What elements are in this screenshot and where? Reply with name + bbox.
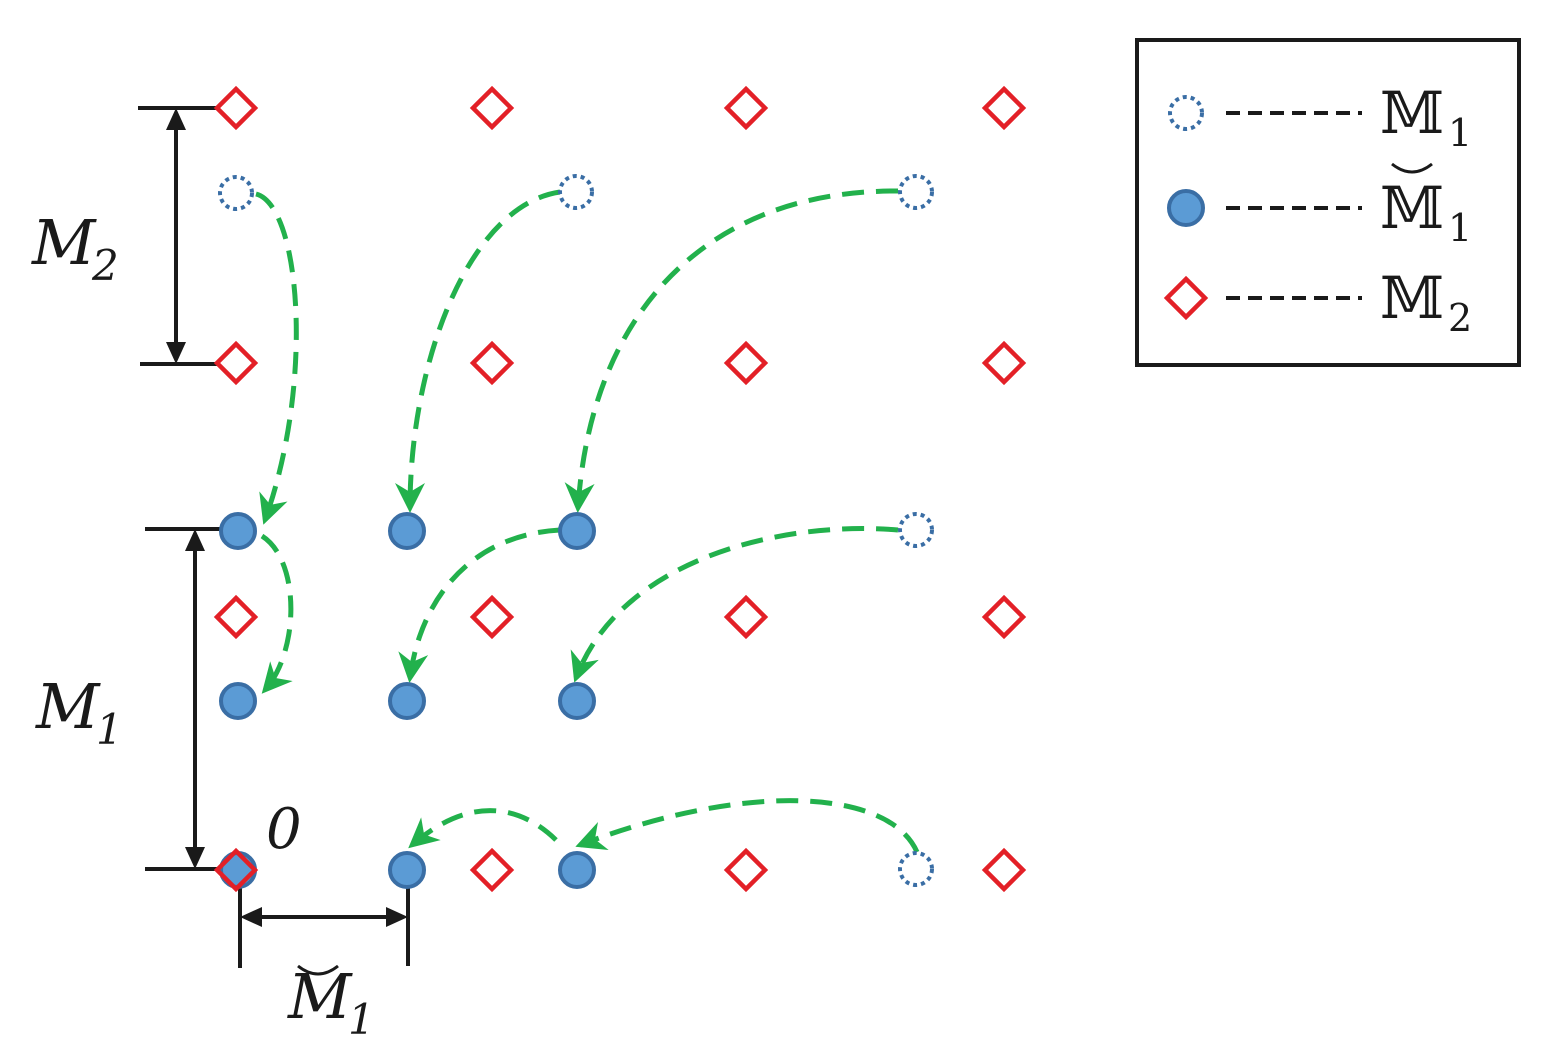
svg-text:2: 2 [91,241,119,290]
m1-breve-point [558,851,596,889]
origin-diamond [213,847,259,893]
m2-point [213,594,259,640]
dimension-label-m2: M 2 [31,206,119,290]
m1-lattice [218,174,934,887]
m2-point [213,85,259,131]
svg-text:M: M [35,670,101,743]
m2-point [981,340,1027,386]
m1-breve-lattice [219,512,596,889]
dimension-label-m1: M 1 [35,670,123,754]
dimension-lines [138,106,410,968]
m1-point [898,512,934,548]
m1-point [558,174,594,210]
svg-text:M: M [287,960,353,1033]
m1-breve-point [388,512,426,550]
m2-point [723,594,769,640]
m2-point [469,340,515,386]
legend-item-m2: 𝕄 2 [1163,264,1472,340]
svg-text:1: 1 [1448,111,1472,155]
svg-text:𝕄: 𝕄 [1380,79,1444,147]
svg-text:M: M [31,206,97,279]
m2-lattice [213,85,1027,893]
m1-point [898,851,934,887]
svg-text:1: 1 [1448,206,1472,250]
legend-item-m1: 𝕄 1 [1168,79,1472,155]
m2-point [981,85,1027,131]
legend-item-m1-breve: 𝕄 1 [1167,162,1472,250]
m2-point [469,594,515,640]
m1-breve-point [388,682,426,720]
dimension-label-m1-breve: M 1 [287,960,375,1044]
m2-point [723,847,769,893]
origin-label: 0 [266,797,302,862]
m1-breve-point [558,512,596,550]
m1-point [218,175,254,211]
svg-text:2: 2 [1448,296,1472,340]
svg-text:𝕄: 𝕄 [1380,264,1444,332]
m1-breve-point [219,512,257,550]
m1-breve-point [219,682,257,720]
svg-text:𝕄: 𝕄 [1380,174,1444,242]
m2-point [723,340,769,386]
mapping-arrows [255,188,920,854]
m2-point [981,594,1027,640]
svg-text:1: 1 [348,995,375,1044]
m1-breve-point [558,682,596,720]
m2-point [723,85,769,131]
m2-point [213,340,259,386]
m2-point [469,847,515,893]
m2-point [469,85,515,131]
legend: 𝕄 1 𝕄 1 𝕄 2 [1135,38,1521,367]
m2-point [981,847,1027,893]
m1-breve-point [388,851,426,889]
svg-text:1: 1 [96,705,123,754]
m1-point [898,174,934,210]
